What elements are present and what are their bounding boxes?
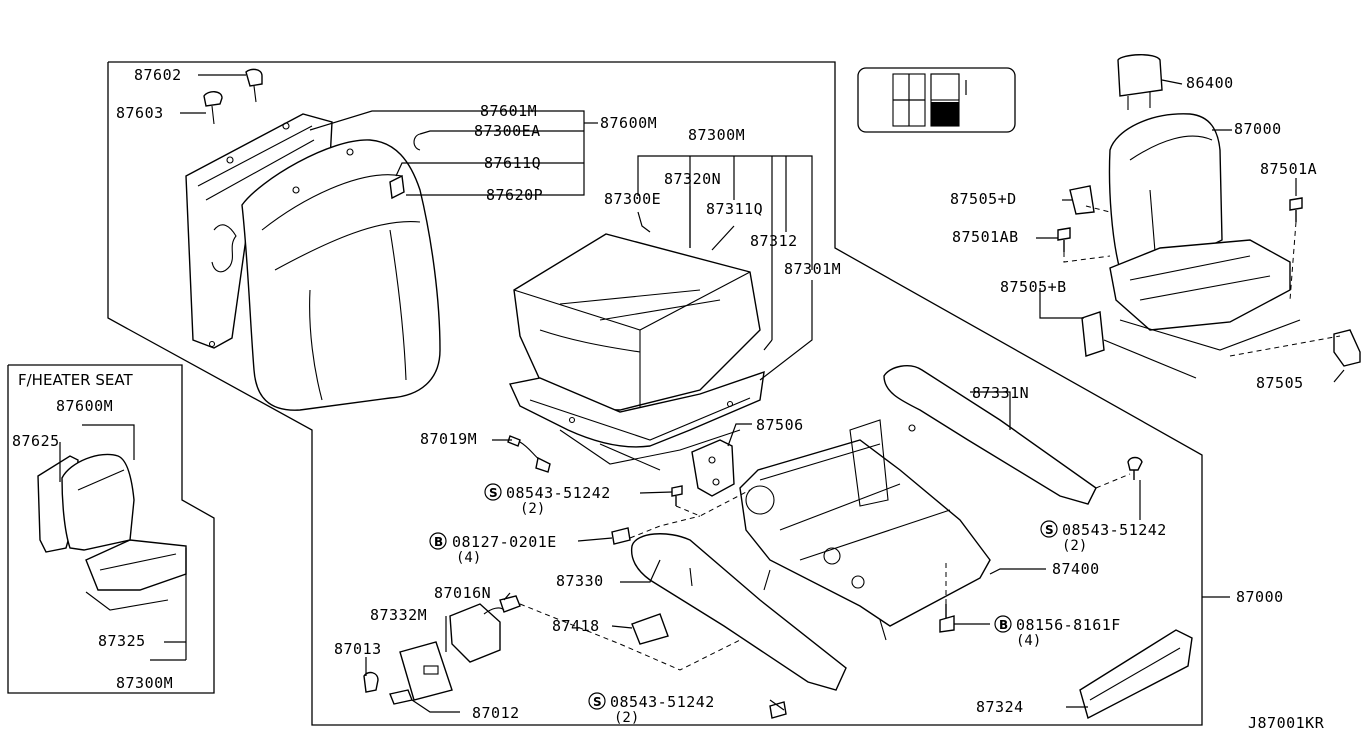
bolt-label-5-prefix: S [593,695,602,709]
seat-position-legend-icon [857,67,1016,133]
label-87311Q: 87311Q [706,200,763,218]
label-87602: 87602 [134,66,182,84]
label-87300M: 87300M [688,126,745,144]
label-86400: 86400 [1186,74,1234,92]
bolt-label-4: B 08156-8161F (4) [994,615,1121,649]
label-87320N: 87320N [664,170,721,188]
label-87611Q: 87611Q [484,154,541,172]
lever-87418-drawing [631,613,669,645]
bolt-label-4-part: 08156-8161F [1016,616,1121,634]
bolt-label-5-part: 08543-51242 [610,693,715,711]
label-87300E: 87300E [604,190,661,208]
bolt-label-2-part: 08127-0201E [452,533,557,551]
label-87501AB: 87501AB [952,228,1019,246]
side-cover-87330-drawing [630,533,847,691]
heater-seat-drawing [37,453,187,611]
bolt-label-3-qty: (2) [1062,538,1087,554]
label-87418: 87418 [552,617,600,635]
label-87012: 87012 [472,704,520,722]
bracket-87505-drawing [1333,329,1361,367]
label-87332M: 87332M [370,606,427,624]
bolt-label-4-qty: (4) [1016,633,1041,649]
side-cover-87331N-drawing [883,365,1097,505]
inset-frame [7,364,215,694]
main-group-frame [107,61,1203,726]
diagram-code: J87001KR [1248,714,1325,732]
bolt-label-5: S 08543-51242 (2) [588,692,715,726]
label-87620P: 87620P [486,186,543,204]
leader-lines [59,74,1345,713]
label-87400: 87400 [1052,560,1100,578]
label-87301M: 87301M [784,260,841,278]
bolt-label-4-prefix: B [999,618,1008,632]
headrest-guide-drawing [203,68,263,125]
inset-label-87325: 87325 [98,632,146,650]
bolt-label-1-prefix: S [489,486,498,500]
label-87016N: 87016N [434,584,491,602]
bolt-label-1-qty: (2) [520,501,545,517]
seatback-cushion-drawing [241,139,441,411]
bolt-label-3-part: 08543-51242 [1062,521,1167,539]
bolt-label-1: S 08543-51242 (2) [484,483,611,517]
inset-label-87625: 87625 [12,432,60,450]
label-87013: 87013 [334,640,382,658]
label-87000-main: 87000 [1236,588,1284,606]
seat-cushion-pad-drawing [508,370,765,448]
bolt-label-5-qty: (2) [614,710,639,726]
bracket-87506-drawing [691,439,735,497]
harness-drawing [507,435,551,473]
label-87300EA: 87300EA [474,122,541,140]
label-87603: 87603 [116,104,164,122]
finisher-87324-drawing [1079,629,1193,720]
label-87505B: 87505+B [1000,278,1067,296]
inset-title: F/HEATER SEAT [18,371,133,389]
complete-seat-drawing [1108,54,1301,351]
label-87506: 87506 [756,416,804,434]
bolt-label-2-qty: (4) [456,550,481,566]
bracket-87505D-drawing [1069,185,1095,215]
rail-cover-drawing [1081,311,1197,379]
seat-adjuster-drawing [739,419,991,641]
bolt-label-3: S 08543-51242 (2) [1040,520,1167,554]
knob-drawing [363,671,413,705]
bolt-87501-drawing [1057,197,1303,252]
label-87505: 87505 [1256,374,1304,392]
knob-plate-drawing [399,641,453,701]
inset-label-87300M: 87300M [116,674,173,692]
inset-label-87600M: 87600M [56,397,113,415]
label-87505D: 87505+D [950,190,1017,208]
label-87000-top: 87000 [1234,120,1282,138]
bolt-label-2-prefix: B [434,535,443,549]
label-87019M: 87019M [420,430,477,448]
label-87601M: 87601M [480,102,537,120]
label-87312: 87312 [750,232,798,250]
label-87600M: 87600M [600,114,657,132]
label-87501A: 87501A [1260,160,1317,178]
bolt-icons [611,456,1143,719]
bolt-label-3-prefix: S [1045,523,1054,537]
bolt-label-2: B 08127-0201E (4) [429,532,557,566]
label-87331N: 87331N [972,384,1029,402]
dashed-guides [519,205,1341,671]
bolt-label-1-part: 08543-51242 [506,484,611,502]
seat-cushion-frame-drawing [559,429,741,471]
switch-drawing [449,595,521,663]
label-87330: 87330 [556,572,604,590]
clip-drawing [389,133,421,200]
label-87324: 87324 [976,698,1024,716]
